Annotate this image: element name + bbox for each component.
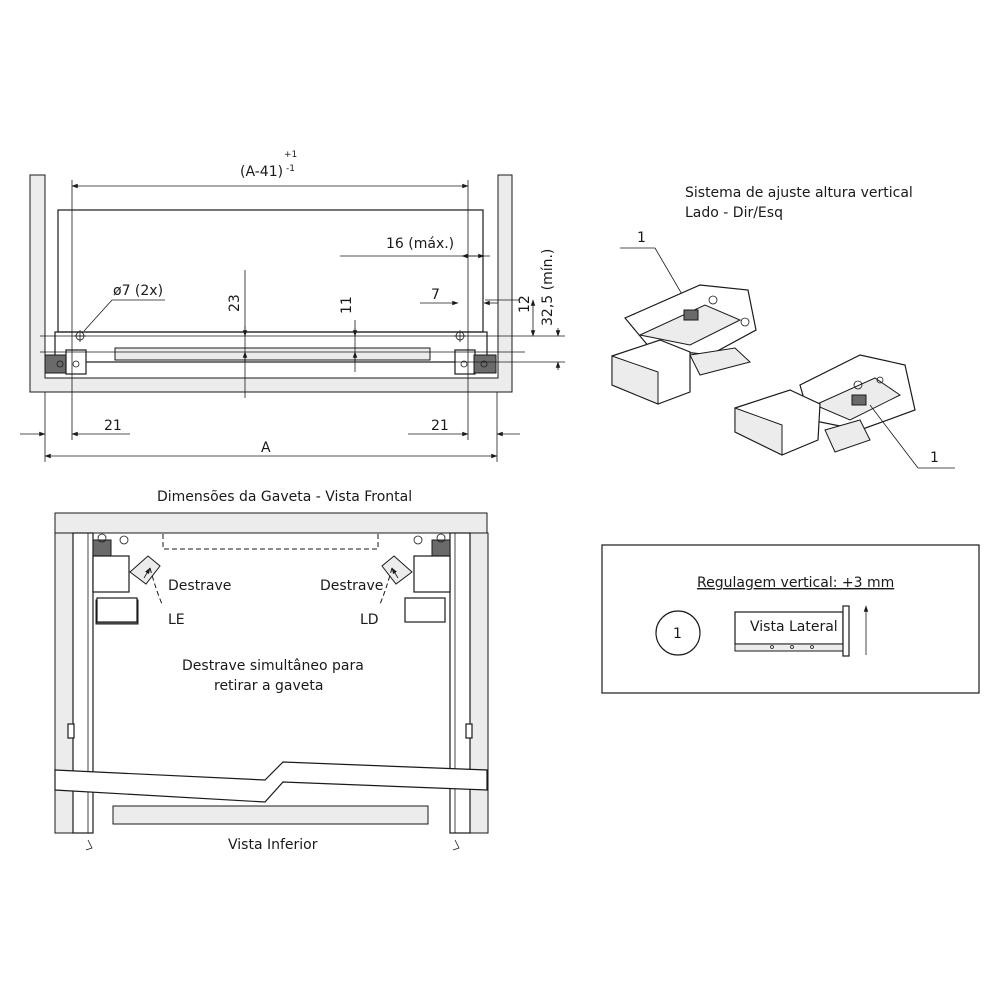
vertical-adjust-title: Regulagem vertical: +3 mm	[697, 575, 894, 591]
dim-a41-label: (A-41)	[240, 164, 283, 180]
side-left-label: LE	[168, 612, 185, 628]
dim-16-label: 16 (máx.)	[386, 236, 454, 252]
dim-a41-tol-plus: +1	[284, 150, 297, 160]
bottom-view-drawing	[54, 512, 489, 851]
left-release-mechanism	[92, 533, 161, 625]
dim-a-label: A	[261, 440, 271, 456]
callout-top: 1	[637, 230, 646, 246]
bottom-view-caption: Vista Inferior	[228, 837, 318, 853]
right-release-mechanism	[381, 533, 451, 623]
dim-21-right-label: 21	[431, 418, 449, 434]
callout-bottom: 1	[930, 450, 939, 466]
front-view-drawing: (A-41) +1 -1 16 (máx.) ø7 (2x) 23 11 7 1…	[20, 150, 565, 462]
simultaneous-note-line1: Destrave simultâneo para	[182, 658, 364, 674]
cabinet-left-wall	[29, 174, 513, 393]
step-badge-circle	[655, 610, 701, 656]
step-badge-number: 1	[673, 626, 682, 642]
dim-23-label: 23	[227, 294, 243, 312]
adjust-title-line1: Sistema de ajuste altura vertical	[685, 185, 913, 201]
adjust-title-line2: Lado - Dir/Esq	[685, 205, 783, 221]
release-left-label: Destrave	[168, 578, 231, 594]
dim-a41-tol-minus: -1	[286, 164, 295, 174]
adjuster-top-illustration	[611, 247, 757, 405]
front-view-caption: Dimensões da Gaveta - Vista Frontal	[157, 489, 412, 505]
drawer-bottom-slot	[114, 347, 431, 361]
simultaneous-note-line2: retirar a gaveta	[214, 678, 323, 694]
dim-hole-label: ø7 (2x)	[113, 283, 163, 299]
left-slide-clip	[44, 349, 87, 375]
dim-12-label: 12	[517, 295, 533, 313]
drawer-bottom-box	[54, 331, 488, 363]
dim-21-left-label: 21	[104, 418, 122, 434]
dim-7-label: 7	[431, 287, 440, 303]
side-view-label: Vista Lateral	[750, 619, 838, 635]
dim-32-label: 32,5 (mín.)	[540, 249, 556, 326]
dim-11-label: 11	[339, 296, 355, 314]
side-right-label: LD	[360, 612, 379, 628]
vertical-adjust-box	[601, 544, 980, 694]
side-view-illustration	[734, 605, 869, 657]
drawer-front-panel	[57, 209, 484, 333]
release-right-label: Destrave	[320, 578, 383, 594]
adjuster-bottom-illustration	[734, 354, 955, 469]
